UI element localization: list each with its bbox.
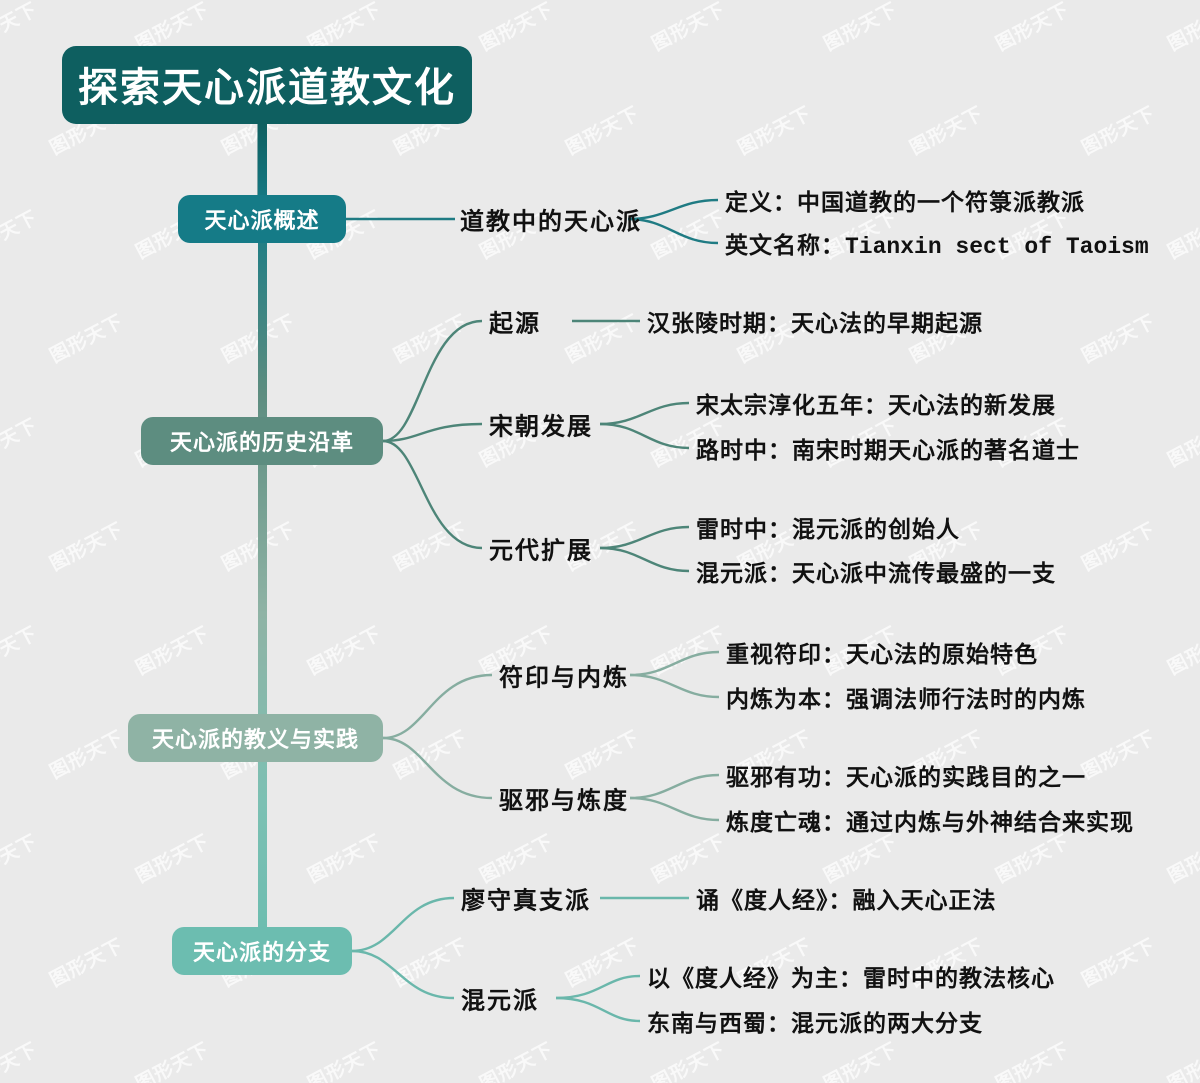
leaf-english-name-prefix: 英文名称：	[725, 233, 845, 258]
mid-label-talisman-inner-alchemy[interactable]: 符印与内炼	[499, 665, 629, 692]
mid-label-exorcism-refinement[interactable]: 驱邪与炼度	[499, 788, 629, 815]
mid-label-hunyuan-sect[interactable]: 混元派	[461, 988, 539, 1015]
root-node[interactable]: 探索天心派道教文化	[62, 46, 472, 124]
central-spine	[258, 124, 267, 940]
mid-label-song-development[interactable]: 宋朝发展	[489, 414, 593, 441]
branch-node-history[interactable]: 天心派的历史沿革	[141, 417, 383, 465]
leaf-label-refine-souls[interactable]: 炼度亡魂：通过内炼与外神结合来实现	[726, 810, 1134, 835]
branch-node-doctrine[interactable]: 天心派的教义与实践	[128, 714, 383, 762]
mid-label-liaoshouzhen-branch[interactable]: 廖守真支派	[461, 888, 591, 915]
leaf-label-emphasize-talisman[interactable]: 重视符印：天心法的原始特色	[726, 642, 1038, 667]
mid-label-origin[interactable]: 起源	[489, 311, 541, 338]
mid-label-taoism-tianxin[interactable]: 道教中的天心派	[460, 209, 642, 236]
leaf-label-song-taizong[interactable]: 宋太宗淳化五年：天心法的新发展	[696, 393, 1056, 418]
branch-node-sects[interactable]: 天心派的分支	[172, 927, 352, 975]
leaf-label-han-zhangling[interactable]: 汉张陵时期：天心法的早期起源	[647, 311, 983, 336]
leaf-label-english-name[interactable]: 英文名称：Tianxin sect of Taoism	[725, 226, 1149, 260]
branch-node-overview[interactable]: 天心派概述	[178, 195, 346, 243]
leaf-label-definition[interactable]: 定义：中国道教的一个符箓派教派	[725, 190, 1085, 215]
leaf-label-lei-shizhong[interactable]: 雷时中：混元派的创始人	[696, 517, 960, 542]
leaf-label-southeast-xishu[interactable]: 东南与西蜀：混元派的两大分支	[647, 1011, 983, 1036]
leaf-label-exorcism-merit[interactable]: 驱邪有功：天心派的实践目的之一	[726, 765, 1086, 790]
leaf-english-name-value: Tianxin sect of Taoism	[845, 234, 1149, 260]
mid-label-yuan-expansion[interactable]: 元代扩展	[489, 538, 593, 565]
leaf-label-duren-jing-core[interactable]: 以《度人经》为主：雷时中的教法核心	[647, 966, 1055, 991]
leaf-label-lu-shizhong[interactable]: 路时中：南宋时期天心派的著名道士	[696, 438, 1080, 463]
leaf-label-inner-alchemy-root[interactable]: 内炼为本：强调法师行法时的内炼	[726, 687, 1086, 712]
leaf-label-hunyuan-most-popular[interactable]: 混元派：天心派中流传最盛的一支	[696, 561, 1056, 586]
leaf-label-chant-duren-jing[interactable]: 诵《度人经》：融入天心正法	[696, 888, 997, 913]
